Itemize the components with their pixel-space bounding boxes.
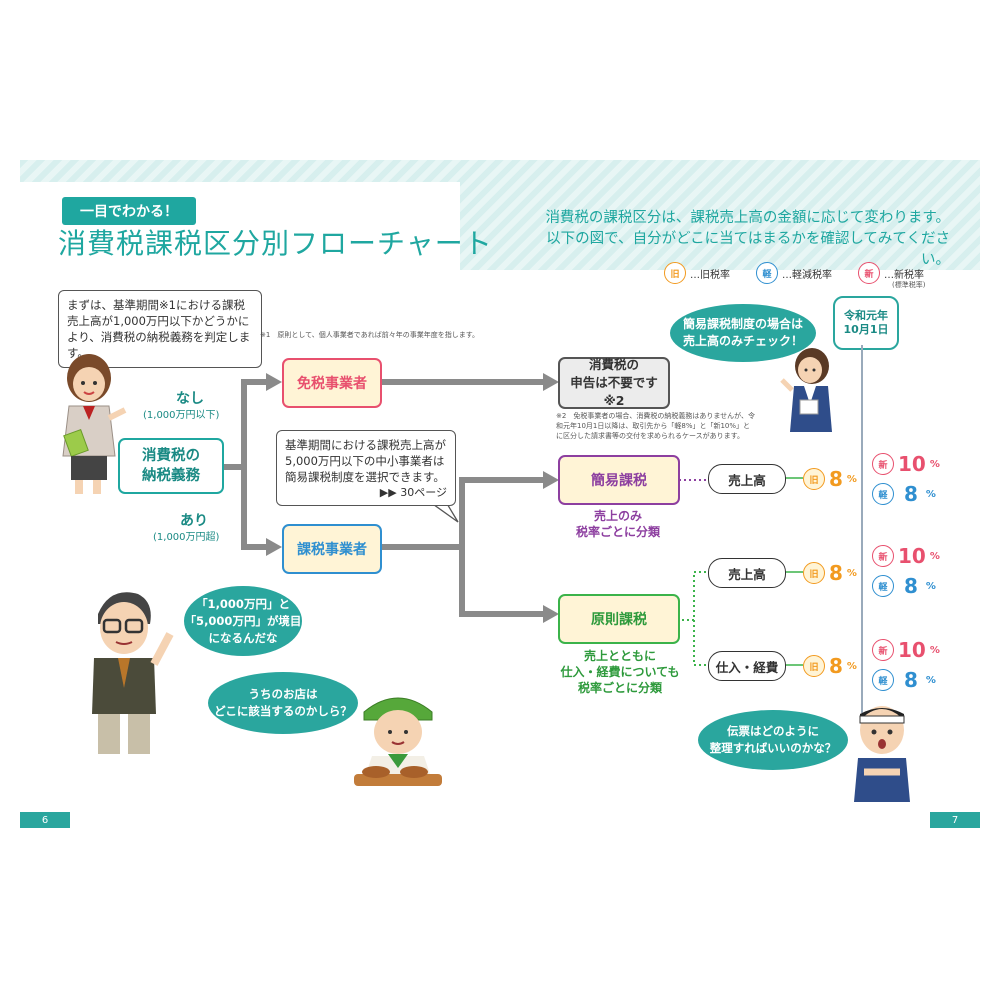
old-rate-value: 8: [829, 561, 843, 585]
reduced-rate-value: 8: [904, 668, 918, 692]
page-title: 消費税課税区分別フローチャート: [58, 227, 493, 260]
general-box: 原則課税: [558, 594, 680, 644]
old-rate-value: 8: [829, 654, 843, 678]
footnote-2: ※2 免税事業者の場合、消費税の納税義務はありませんが、令和元年10月1日以降は…: [556, 412, 755, 440]
reduced-rate-pct: %: [925, 674, 936, 686]
no-filing-box: 消費税の 申告は不要です※2: [558, 357, 670, 409]
simplified-eligibility-bubble: 基準期間における課税売上高が5,000万円以下の中小事業者は簡易課税制度を選択で…: [276, 430, 456, 506]
old-rate-icon: 旧: [803, 655, 825, 677]
new-rate-pct: %: [929, 550, 940, 562]
timeline-label: 令和元年 10月1日: [833, 296, 899, 350]
subtitle-line-1: 消費税の課税区分は、課税売上高の金額に応じて変わります。: [545, 210, 950, 226]
legend-new-note: (標準税率): [892, 281, 926, 289]
new-rate-value: 10: [898, 544, 926, 568]
title-panel: [20, 182, 460, 270]
old-rate-pct: %: [846, 660, 857, 672]
old-rate-icon: 旧: [803, 562, 825, 584]
legend-new-icon: 新: [858, 262, 880, 284]
footnote-1: ※1 原則として、個人事業者であれば前々年の事業年度を指します。: [260, 331, 479, 339]
duty-box: 消費税の 納税義務: [118, 438, 224, 494]
reduced-rate-pct: %: [925, 488, 936, 500]
new-rate-icon: 新: [872, 453, 894, 475]
office-woman-illustration: [780, 348, 832, 432]
reduced-rate-icon: 軽: [872, 483, 894, 505]
reduced-rate-icon: 軽: [872, 575, 894, 597]
none-label: なし: [176, 391, 204, 407]
simple-check-bubble: 簡易課税制度の場合は 売上高のみチェック！: [670, 304, 816, 362]
none-sub: (1,000万円以下): [143, 410, 220, 421]
yes-label: あり: [180, 513, 208, 529]
reduced-rate-pct: %: [925, 580, 936, 592]
old-rate-2: 旧 8%: [803, 561, 857, 585]
simplified-note: 売上のみ 税率ごとに分類: [575, 509, 660, 539]
simplified-box: 簡易課税: [558, 455, 680, 505]
shop-bubble: うちのお店は どこに該当するのかしら？: [208, 672, 358, 734]
old-rate-value: 8: [829, 467, 843, 491]
header-tag: 一目でわかる！: [62, 197, 196, 225]
taxable-box: 課税事業者: [282, 524, 382, 574]
none-branch: なし: [160, 388, 220, 408]
general-note: 売上とともに 仕入・経費についても 税率ごとに分類: [560, 649, 680, 695]
page-subtitle: 消費税の課税区分は、課税売上高の金額に応じて変わります。 以下の図で、自分がどこ…: [520, 208, 950, 271]
reduced-rate-icon: 軽: [872, 669, 894, 691]
page-number-right: 7: [930, 812, 980, 828]
sales-pill-general: 売上高: [708, 558, 786, 588]
old-rate-pct: %: [846, 473, 857, 485]
legend: 旧 …旧税率 軽 …軽減税率 新 …新税率: [664, 262, 924, 284]
man-glasses-illustration: [92, 592, 174, 754]
purchases-pill: 仕入・経費: [708, 651, 786, 681]
legend-reduced-label: …軽減税率: [782, 269, 832, 281]
legend-reduced-icon: 軽: [756, 262, 778, 284]
simplified-eligibility-text: 基準期間における課税売上高が5,000万円以下の中小事業者は簡易課税制度を選択で…: [285, 438, 446, 484]
intro-bubble: まずは、基準期間※1における課税売上高が1,000万円以下かどうかにより、消費税…: [58, 290, 262, 368]
page-number-left: 6: [20, 812, 70, 828]
new-rate-value: 10: [898, 452, 926, 476]
page-ref: ▶▶ 30ページ: [379, 486, 447, 499]
old-rate-pct: %: [846, 567, 857, 579]
legend-new-label: …新税率: [884, 269, 924, 281]
legend-old-icon: 旧: [664, 262, 686, 284]
slip-bubble: 伝票はどのように 整理すればいいのかな？: [698, 710, 848, 770]
headband-man-illustration: [854, 706, 910, 802]
boundary-bubble: 「1,000万円」と 「5,000万円」が境目 になるんだな: [184, 586, 302, 656]
exempt-box: 免税事業者: [282, 358, 382, 408]
new-rate-icon: 新: [872, 545, 894, 567]
sales-pill-simplified: 売上高: [708, 464, 786, 494]
reduced-rate-value: 8: [904, 482, 918, 506]
legend-old-label: …旧税率: [690, 269, 730, 281]
subtitle-line-2: 以下の図で、自分がどこに当てはまるかを確認してみてください。: [546, 231, 950, 268]
new-rate-pct: %: [929, 458, 940, 470]
old-rate-icon: 旧: [803, 468, 825, 490]
old-rate-1: 旧 8%: [803, 467, 857, 491]
teacher-illustration: [62, 354, 127, 494]
old-rate-3: 旧 8%: [803, 654, 857, 678]
new-rate-pct: %: [929, 644, 940, 656]
baker-illustration: [354, 697, 442, 786]
reduced-rate-value: 8: [904, 574, 918, 598]
new-rate-value: 10: [898, 638, 926, 662]
timeline-line: [861, 345, 863, 713]
yes-sub: (1,000万円超): [153, 532, 220, 543]
new-rate-icon: 新: [872, 639, 894, 661]
